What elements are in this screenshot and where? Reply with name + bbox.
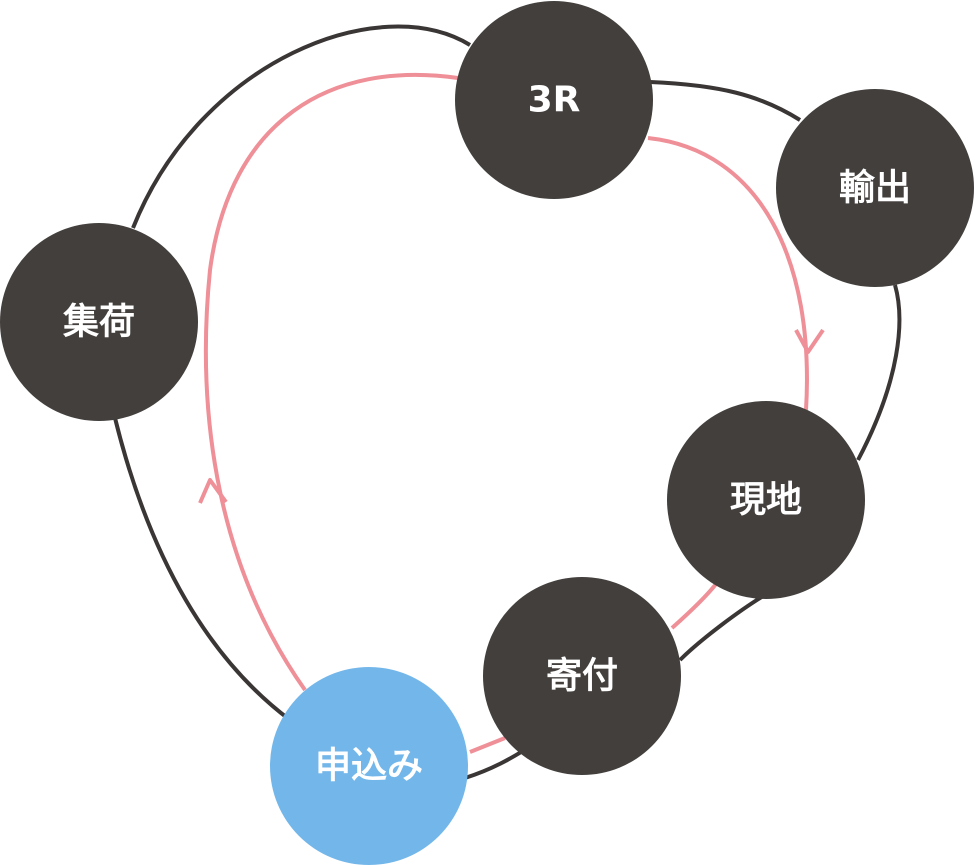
node-3r: 3R [455, 1, 653, 199]
node-shuka: 集荷 [0, 223, 198, 421]
node-label-yushutsu: 輸出 [839, 168, 911, 209]
node-yushutsu: 輸出 [776, 89, 974, 287]
inner-flow-line [203, 72, 809, 754]
outer-loop-line [113, 24, 902, 780]
node-genchi: 現地 [667, 401, 865, 599]
node-label-genchi: 現地 [730, 480, 802, 521]
node-label-moushikomi: 申込み [315, 746, 423, 787]
node-moushikomi: 申込み [270, 667, 468, 865]
node-label-shuka: 集荷 [62, 302, 135, 343]
node-label-3r: 3R [528, 80, 581, 121]
node-label-kifu: 寄付 [546, 656, 618, 697]
node-kifu: 寄付 [483, 577, 681, 775]
arrowhead-left [198, 478, 228, 504]
arrowhead-right [794, 328, 825, 354]
